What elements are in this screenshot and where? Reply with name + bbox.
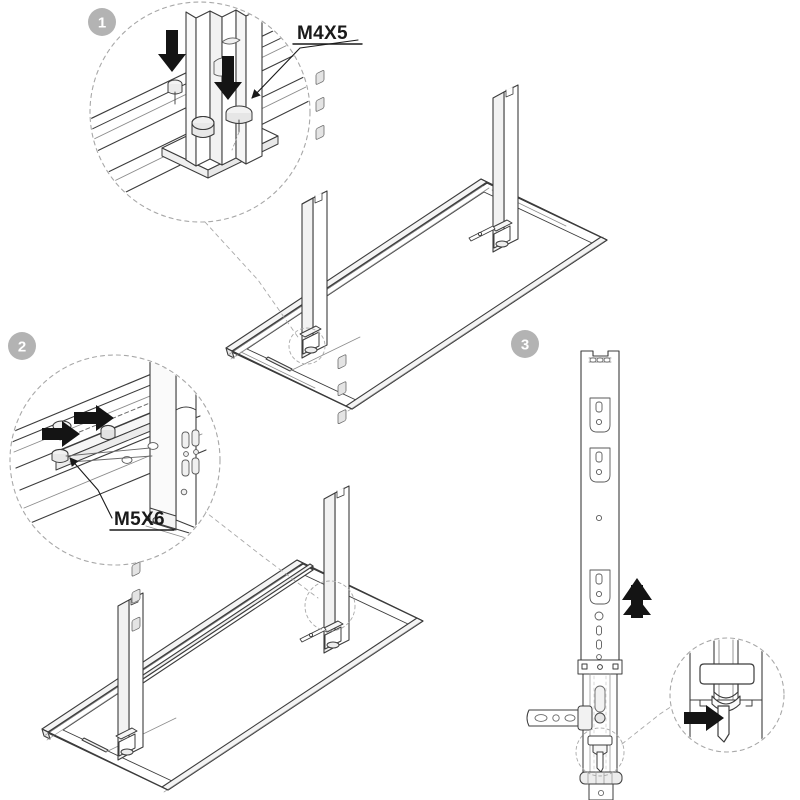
- upright-post-right-2: [299, 354, 350, 654]
- detail-leader-2: [202, 509, 319, 599]
- detail-circle-1: [89, 1, 311, 223]
- detail-view-3: [669, 637, 785, 753]
- step-badge-circle-3: [511, 330, 539, 358]
- leader-line-m5x6: [69, 457, 113, 519]
- detail-circle-2: [9, 354, 221, 566]
- step-badge-circle-2: [8, 332, 36, 360]
- arrow-right-icon-c: [684, 705, 724, 731]
- step-badge-label-3: 3: [521, 337, 529, 354]
- arrow-right-icon-a: [74, 405, 114, 431]
- upright-post-right: [468, 84, 519, 253]
- frame-assembly-step-2: [41, 354, 424, 793]
- detail-origin-2: [304, 580, 356, 632]
- leader-line-m4x5: [251, 39, 359, 99]
- detail-leader-1: [204, 221, 301, 341]
- fastener-label-m5x6: M5X6: [114, 509, 165, 530]
- arrow-up-icon: [622, 578, 652, 618]
- arrow-right-icon-b: [42, 421, 80, 447]
- step-badge-3: 3: [511, 330, 539, 358]
- upright-post-left: [299, 70, 328, 359]
- detail-view-1: M4X5: [89, 1, 363, 223]
- step-badge-2: 2: [8, 332, 36, 360]
- frame-assembly-step-1: [204, 70, 608, 412]
- detail-view-2: M5X6: [9, 354, 221, 566]
- detail-origin-1: [288, 327, 326, 365]
- step-badge-label-1: 1: [98, 15, 106, 32]
- fastener-label-m4x5: M4X5: [297, 23, 348, 44]
- step-badge-1: 1: [88, 8, 116, 36]
- post-elevation-step-3: [526, 350, 673, 800]
- step-badge-circle-1: [88, 8, 116, 36]
- detail-circle-3: [669, 637, 785, 753]
- arrow-down-icon-b: [214, 56, 242, 100]
- upright-post-left-2: [115, 561, 144, 761]
- detail-origin-3: [575, 727, 625, 777]
- arrow-down-icon-a: [158, 30, 186, 72]
- detail-leader-3: [621, 705, 673, 745]
- step-badge-label-2: 2: [18, 339, 26, 356]
